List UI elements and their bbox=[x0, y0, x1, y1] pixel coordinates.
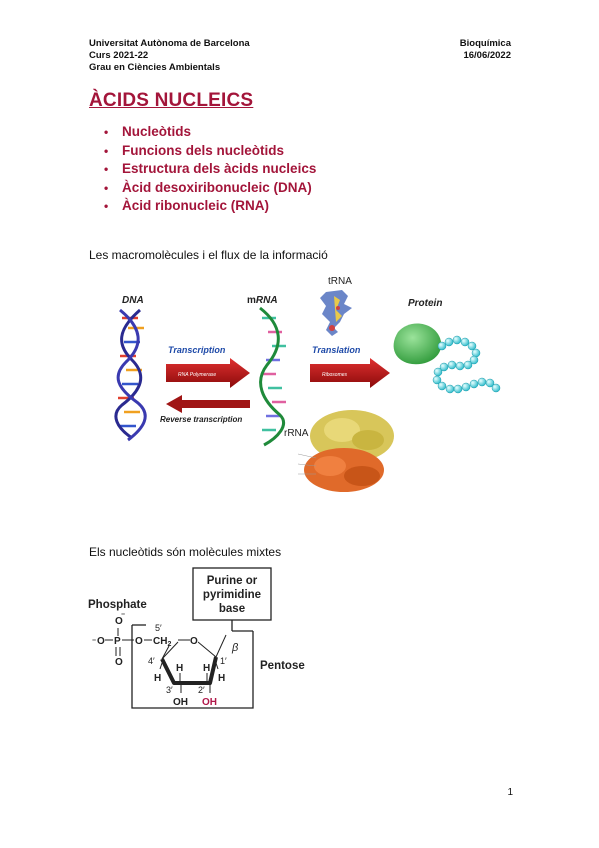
trna-label: tRNA bbox=[328, 276, 352, 287]
transcription-label: Transcription bbox=[168, 345, 226, 355]
phosphate-o-left: O bbox=[97, 636, 105, 647]
ch2-group: CH2 bbox=[153, 636, 171, 648]
carbon-4-label: 4′ bbox=[148, 656, 155, 666]
carbon-3-label: 3′ bbox=[166, 685, 173, 695]
list-item: Àcid ribonucleic (RNA) bbox=[104, 197, 316, 216]
header-university: Universitat Autònoma de Barcelona bbox=[89, 38, 250, 49]
base-label-line3: base bbox=[219, 603, 245, 615]
carbon-1-label: 1′ bbox=[220, 656, 227, 666]
phosphate-label: Phosphate bbox=[88, 599, 147, 611]
ribosomes-label: Ribosomes bbox=[322, 372, 348, 378]
hydroxyl-3: OH bbox=[173, 697, 188, 708]
central-dogma-figure: DNA mRNA bbox=[114, 276, 501, 492]
bridge-oxygen: O bbox=[135, 636, 143, 647]
reverse-transcription-label: Reverse transcription bbox=[160, 415, 242, 424]
rna-polymerase-label: RNA Polymerase bbox=[178, 372, 216, 378]
dna-helix bbox=[114, 308, 147, 442]
list-item: Àcid desoxiribonucleic (DNA) bbox=[104, 179, 316, 198]
h-atom: H bbox=[154, 673, 161, 684]
mrna-label: mRNA bbox=[247, 295, 278, 306]
protein-structure bbox=[393, 323, 501, 394]
list-item: Funcions dels nucleòtids bbox=[104, 142, 316, 161]
carbon-5-label: 5′ bbox=[155, 623, 162, 633]
header-institution: Universitat Autònoma de Barcelona Curs 2… bbox=[89, 38, 250, 74]
phosphorus: P bbox=[114, 636, 121, 647]
header-date: 16/06/2022 bbox=[463, 50, 511, 61]
nucleotide-structure-figure: Purine or pyrimidine base Phosphate O ⁻ … bbox=[88, 567, 305, 709]
translation-label: Translation bbox=[312, 345, 361, 355]
h-atom: H bbox=[176, 663, 183, 674]
base-label-line1: Purine or bbox=[207, 575, 258, 587]
pentose-label: Pentose bbox=[260, 660, 305, 672]
charge-minus-left: ⁻ bbox=[92, 637, 96, 646]
protein-label: Protein bbox=[408, 298, 442, 309]
header-degree: Grau en Ciències Ambientals bbox=[89, 62, 221, 73]
page-number: 1 bbox=[507, 787, 513, 798]
charge-minus-top: ⁻ bbox=[121, 611, 125, 620]
rrna-label: rRNA bbox=[284, 428, 309, 439]
trna-structure bbox=[320, 290, 352, 336]
topic-list: Nucleòtids Funcions dels nucleòtids Estr… bbox=[104, 123, 316, 216]
header-course: Curs 2021-22 bbox=[89, 50, 149, 61]
header-subject: Bioquímica 16/06/2022 bbox=[460, 38, 511, 62]
base-label-line2: pyrimidine bbox=[203, 589, 261, 601]
base-box bbox=[192, 567, 272, 621]
phosphate-o-bottom: O bbox=[115, 657, 123, 668]
section-heading-macromolecules: Les macromolècules i el flux de la infor… bbox=[89, 248, 328, 262]
ribosome-structure bbox=[297, 410, 394, 492]
section-heading-nucleotides: Els nucleòtids són molècules mixtes bbox=[89, 545, 282, 559]
ribose-ring-bold bbox=[160, 656, 218, 685]
dna-label: DNA bbox=[122, 295, 144, 306]
translation-arrow bbox=[310, 358, 390, 388]
h-atom: H bbox=[203, 663, 210, 674]
h-atom: H bbox=[218, 673, 225, 684]
transcription-arrow bbox=[166, 358, 250, 388]
header-subject-name: Bioquímica bbox=[459, 38, 511, 49]
carbon-2-label: 2′ bbox=[198, 685, 205, 695]
reverse-transcription-arrow bbox=[166, 395, 250, 413]
phosphate-o-top: O bbox=[115, 616, 123, 627]
ring-oxygen: O bbox=[190, 636, 198, 647]
mrna-strand bbox=[259, 306, 286, 447]
hydroxyl-2: OH bbox=[202, 697, 217, 708]
page-title: ÀCIDS NUCLEICS bbox=[89, 90, 254, 111]
pentose-box bbox=[131, 625, 254, 709]
beta-label: β bbox=[231, 642, 239, 654]
list-item: Estructura dels àcids nucleics bbox=[104, 160, 316, 179]
list-item: Nucleòtids bbox=[104, 123, 316, 142]
